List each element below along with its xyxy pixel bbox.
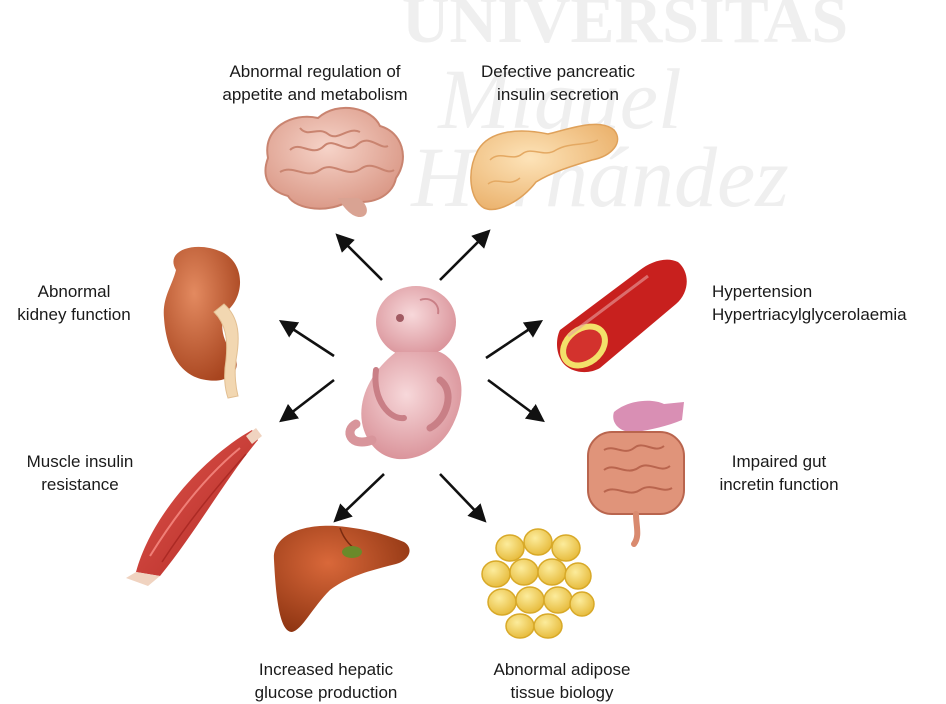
label-muscle: Muscle insulin resistance	[10, 450, 150, 496]
watermark-line1: UNIVERSITAS	[402, 0, 848, 57]
label-brain-line2: appetite and metabolism	[204, 83, 426, 106]
label-kidney-line1: Abnormal	[4, 280, 144, 303]
label-gut: Impaired gut incretin function	[704, 450, 854, 496]
arrow-to-kidney	[282, 322, 334, 356]
label-kidney: Abnormal kidney function	[4, 280, 144, 326]
brain-icon	[265, 108, 402, 217]
label-adipose: Abnormal adipose tissue biology	[470, 658, 654, 704]
arrow-to-pancreas	[440, 232, 488, 280]
label-muscle-line1: Muscle insulin	[10, 450, 150, 473]
arrow-to-muscle	[282, 380, 334, 420]
label-pancreas-line1: Defective pancreatic	[468, 60, 648, 83]
blood-vessel-icon	[551, 260, 687, 378]
liver-icon	[274, 526, 410, 632]
arrow-to-gut	[488, 380, 542, 420]
label-liver-line2: glucose production	[228, 681, 424, 704]
label-liver: Increased hepatic glucose production	[228, 658, 424, 704]
label-brain-line1: Abnormal regulation of	[204, 60, 426, 83]
label-muscle-line2: resistance	[10, 473, 150, 496]
label-gut-line1: Impaired gut	[704, 450, 854, 473]
kidney-icon	[164, 247, 240, 398]
label-vessel-line1: Hypertension	[712, 280, 944, 303]
label-pancreas: Defective pancreatic insulin secretion	[468, 60, 648, 106]
label-vessel: Hypertension Hypertriacylglycerolaemia	[712, 280, 944, 326]
arrow-to-vessel	[486, 322, 540, 358]
label-pancreas-line2: insulin secretion	[468, 83, 648, 106]
arrow-to-brain	[338, 236, 382, 280]
label-kidney-line2: kidney function	[4, 303, 144, 326]
adipose-tissue-icon	[482, 529, 594, 638]
label-adipose-line2: tissue biology	[470, 681, 654, 704]
arrow-to-adipose	[440, 474, 484, 520]
label-gut-line2: incretin function	[704, 473, 854, 496]
label-liver-line1: Increased hepatic	[228, 658, 424, 681]
label-vessel-line2: Hypertriacylglycerolaemia	[712, 303, 944, 326]
intestine-icon	[588, 401, 684, 544]
arrow-to-liver	[336, 474, 384, 520]
label-brain: Abnormal regulation of appetite and meta…	[204, 60, 426, 106]
label-adipose-line1: Abnormal adipose	[470, 658, 654, 681]
watermark: UNIVERSITAS Miguel Hernández	[402, 0, 848, 225]
fetus-icon	[350, 286, 462, 459]
